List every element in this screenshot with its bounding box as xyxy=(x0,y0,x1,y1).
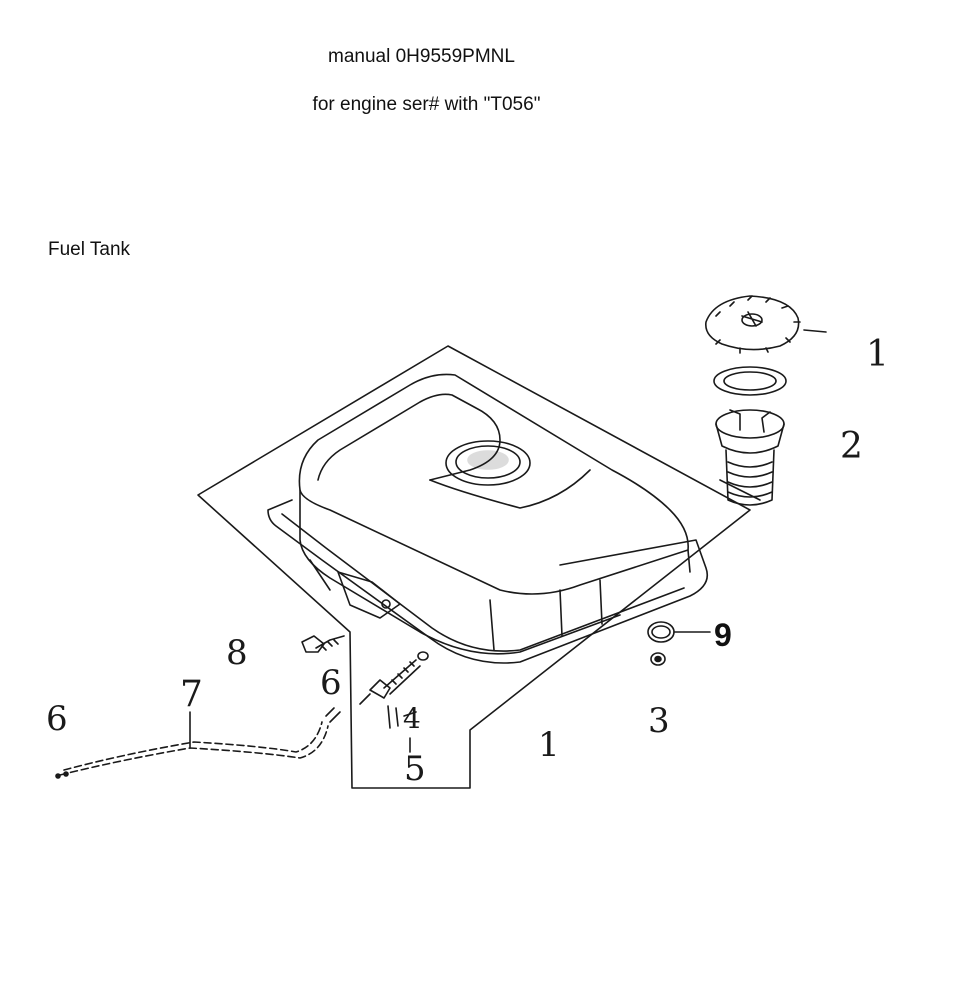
callout-8-bolt: 8 xyxy=(226,633,248,673)
fuel-line xyxy=(59,721,329,776)
callout-5-valve-nut: 5 xyxy=(404,749,426,789)
mounting-plate-outline xyxy=(197,345,751,789)
section-title: Fuel Tank xyxy=(48,239,131,260)
hose-clamp-right xyxy=(325,707,341,723)
callout-6-clamp-right: 6 xyxy=(320,663,342,703)
mounting-bolt xyxy=(301,635,345,653)
fuel-tank xyxy=(298,373,691,655)
manual-number: manual 0H9559PMNL xyxy=(328,46,515,67)
callout-3-washer: 3 xyxy=(648,701,670,741)
hose-clamp-left xyxy=(55,771,69,779)
engine-serial-note: for engine ser# with "T056" xyxy=(312,94,541,115)
callout-6-clamp-left: 6 xyxy=(46,699,68,739)
tank-flange-inner xyxy=(281,513,685,652)
tank-flange xyxy=(267,499,709,664)
cap-gasket xyxy=(713,366,787,396)
callout-2-strainer: 2 xyxy=(840,426,863,467)
washer xyxy=(650,652,666,666)
o-ring xyxy=(647,621,711,643)
callout-1-cap: 1 xyxy=(866,334,889,375)
fuel-valve xyxy=(359,651,429,729)
fuel-strainer xyxy=(715,409,785,506)
callout-4-valve: 4 xyxy=(403,702,421,735)
fuel-cap xyxy=(705,295,827,354)
callout-9-o-ring: 9 xyxy=(714,617,732,653)
callout-7-fuel-line: 7 xyxy=(180,674,203,715)
callout-1-tank: 1 xyxy=(538,725,560,765)
